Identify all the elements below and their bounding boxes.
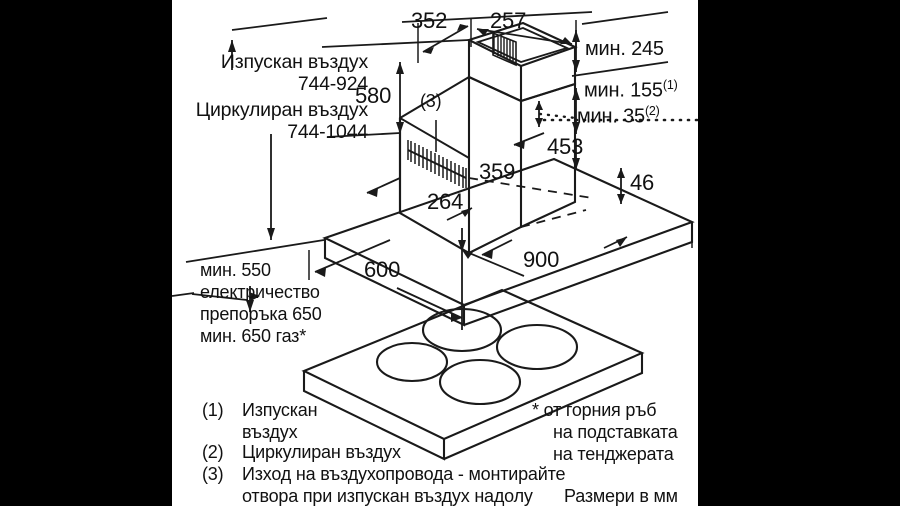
label-electric: електричество	[200, 282, 320, 302]
hob-zone-rear-right	[495, 323, 579, 371]
hood-body-right-face	[520, 82, 577, 228]
label-dim-453: 453	[547, 134, 584, 159]
legend-text-2a: Циркулиран въздух	[242, 442, 401, 462]
label-dim-257: 257	[490, 8, 527, 33]
arrow-hob-ref-left	[249, 292, 260, 301]
label-min-650-gas: мин. 650 газ*	[200, 326, 307, 346]
canopy-front-left-face	[323, 238, 466, 327]
line-hob-ref	[191, 293, 248, 301]
label-recommended-650: препоръка 650	[200, 304, 322, 324]
arrow-580-bot	[396, 122, 404, 134]
legend-text-3a: Изход на въздухопровода - монтирайте	[242, 464, 566, 484]
label-callout-3: (3)	[420, 91, 442, 111]
leader-600-right	[396, 287, 463, 319]
footnote-star-2: на подставката	[553, 422, 678, 442]
dimline-600	[314, 239, 391, 273]
arrow-264	[367, 188, 378, 197]
label-min-35: мин. 35(2)	[577, 104, 660, 128]
footnote-star-3: на тенджерата	[553, 444, 674, 464]
label-recirc-air: Циркулиран въздух	[195, 99, 368, 121]
arrow-46-top	[617, 168, 625, 178]
hob-zone-front-left	[375, 341, 449, 383]
arrow-35-top	[535, 101, 543, 110]
legend-marker-2: (2)	[202, 442, 224, 462]
label-min-155-sup: (1)	[662, 78, 678, 92]
arrow-257-a	[477, 29, 489, 36]
arrow-hob-ref	[246, 300, 254, 312]
diagram-linework	[172, 11, 698, 461]
duct-grille-frame	[492, 31, 517, 67]
label-min-245: мин. 245	[585, 38, 664, 60]
line-245-lower	[571, 61, 669, 77]
hob-front-left-face	[302, 371, 446, 461]
label-dim-46: 46	[630, 170, 655, 195]
hidden-edge-2	[520, 209, 587, 228]
arrow-245-top	[572, 30, 580, 42]
legend-marker-3: (3)	[202, 464, 224, 484]
legend-marker-1: (1)	[202, 400, 224, 420]
ceiling-line	[401, 11, 593, 23]
dimline-352	[422, 25, 469, 53]
label-dim-352: 352	[411, 8, 448, 33]
arrow-centre-drop	[458, 240, 466, 252]
arrow-359	[461, 208, 472, 217]
arrow-580-top	[396, 62, 404, 74]
dimline-257	[476, 28, 573, 45]
units-note: Размери в мм	[564, 486, 678, 506]
label-exhaust-air-range: 744-924	[297, 73, 368, 95]
arrow-35-bot	[535, 118, 543, 127]
footnote-star-1: * от горния ръб	[532, 400, 657, 420]
arrow-155-top	[572, 88, 580, 100]
arrow-900-centre	[462, 250, 473, 259]
hob-zone-front-right	[438, 358, 522, 406]
label-min-35-text: мин. 35	[577, 105, 645, 128]
arrow-exhaust-up	[228, 40, 236, 52]
label-min-550: мин. 550	[200, 260, 271, 280]
hood-band-left	[399, 117, 470, 159]
label-dim-580: 580	[355, 83, 392, 108]
label-min-155: мин. 155(1)	[584, 78, 678, 102]
label-dim-600: 600	[364, 257, 401, 282]
arrow-257-b	[560, 37, 572, 44]
label-dim-900: 900	[523, 247, 560, 272]
dotted-reference-line-left	[538, 112, 578, 120]
label-min-35-sup: (2)	[644, 104, 660, 118]
arrow-recirc-down	[267, 228, 275, 240]
arrow-453	[514, 140, 525, 149]
legend-text-3b: отвора при изпускан въздух надолу	[242, 486, 533, 506]
duct-grille-hatch	[493, 34, 514, 61]
hob-front-right-face	[443, 353, 644, 460]
leader-580-top	[321, 39, 470, 48]
leader-900-to-centre	[461, 249, 525, 277]
leader-359b	[481, 239, 513, 256]
hood-grille-midline	[407, 149, 467, 179]
arrow-155-bot	[572, 122, 580, 134]
leader-580-bot2	[326, 132, 401, 138]
arrow-352-a	[423, 47, 434, 54]
arrow-453-bot	[572, 158, 580, 170]
legend-text-1b: въздух	[242, 422, 298, 442]
label-min-155-text: мин. 155	[584, 79, 663, 102]
label-exhaust-air: Изпускан въздух	[220, 51, 368, 73]
arrow-352-b	[457, 24, 468, 31]
arrow-245-bot	[572, 60, 580, 72]
line-exhaust-top	[231, 17, 328, 31]
arrow-600	[315, 268, 326, 277]
legend-text-1a: Изпускан	[242, 400, 318, 420]
diagram-canvas: Изпускан въздух 744-924 Циркулиран възду…	[172, 0, 698, 506]
label-recirc-air-range: 744-1044	[287, 121, 368, 143]
ceiling-line-r	[581, 11, 669, 25]
label-dim-359: 359	[479, 159, 516, 184]
label-dim-264: 264	[427, 189, 464, 214]
line-hob-ref-ext	[172, 292, 195, 297]
arrow-46-bot	[617, 194, 625, 204]
arrow-359b	[482, 250, 493, 259]
line-canopy-left	[185, 239, 325, 263]
arrow-900	[616, 237, 627, 247]
arrow-600-right	[451, 313, 462, 322]
